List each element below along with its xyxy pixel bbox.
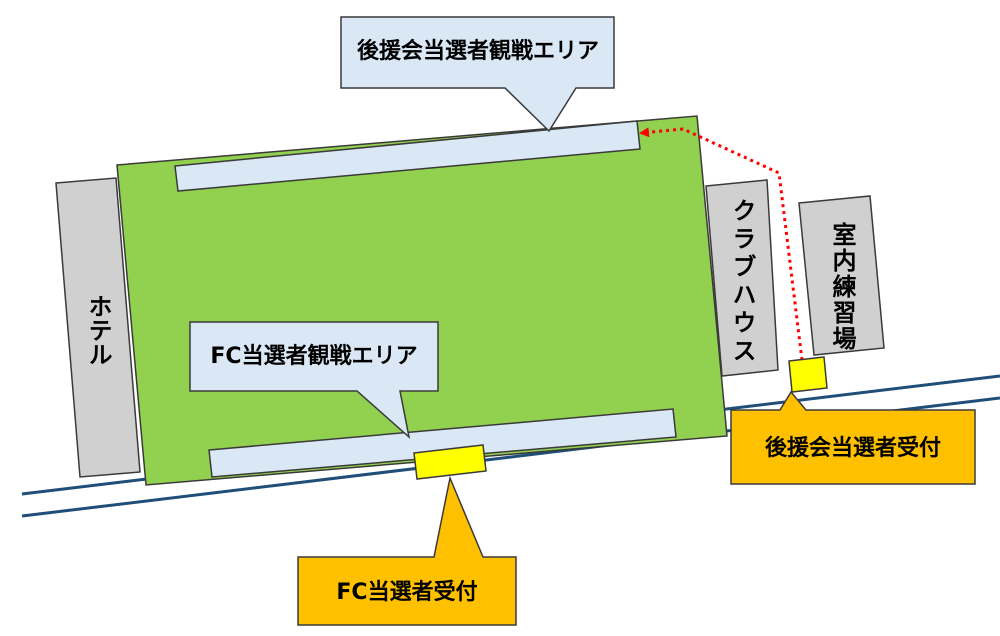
fc-reception-callout <box>297 475 517 626</box>
fc-reception-callout-text: FC当選者受付 <box>336 579 477 605</box>
fc-viewing-area <box>208 408 677 478</box>
supporters-viewing-area <box>174 120 641 192</box>
supporters-area-callout-text: 後援会当選者観戦エリア <box>357 38 599 64</box>
clubhouse-building <box>705 179 779 377</box>
route-arrow-icon <box>639 127 804 361</box>
indoor-practice-label: 室内練習場 <box>828 221 856 352</box>
supporters-reception-box <box>788 356 828 393</box>
hotel-label: ホテル <box>84 294 112 366</box>
supporters-reception-callout-text: 後援会当選者受付 <box>765 435 941 461</box>
fc-reception-box <box>413 444 487 480</box>
clubhouse-label: クラブハウス <box>728 198 756 366</box>
indoor-practice-building <box>798 195 885 356</box>
supporters-area-callout <box>340 16 615 133</box>
fc-area-callout-text: FC当選者観戦エリア <box>210 343 417 369</box>
hotel-building <box>55 177 141 478</box>
fc-area-callout <box>189 321 439 440</box>
supporters-reception-callout <box>730 390 976 485</box>
field <box>116 115 728 486</box>
